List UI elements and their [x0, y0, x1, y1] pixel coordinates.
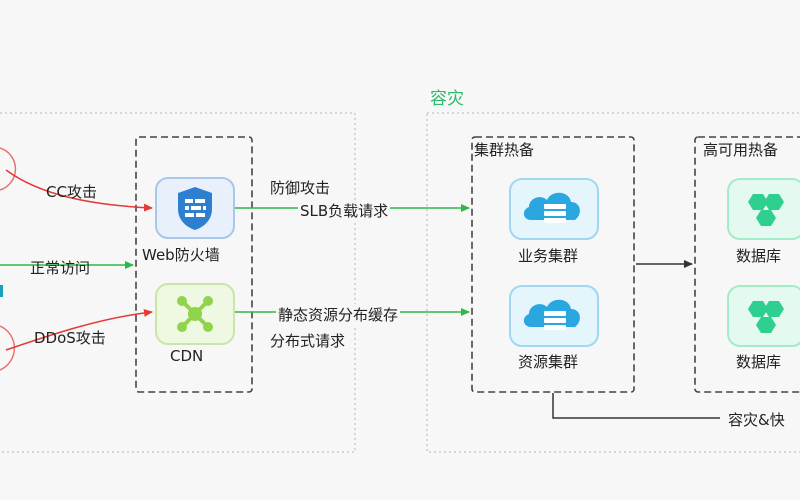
cluster-group-title: 集群热备 — [474, 141, 535, 159]
cdn-label: CDN — [170, 347, 204, 365]
resource-cluster-label: 资源集群 — [518, 353, 579, 371]
database-node-2 — [727, 285, 800, 347]
client-stub — [0, 285, 3, 297]
slb-label: SLB负载请求 — [298, 200, 391, 221]
client-arc-top — [0, 147, 17, 191]
db-group-title: 高可用热备 — [703, 141, 779, 159]
dr-zone — [426, 112, 800, 453]
database-icon — [748, 194, 784, 226]
waf-label: Web防火墙 — [142, 246, 220, 264]
cloud-server-icon — [523, 299, 580, 330]
waf-node — [155, 177, 235, 239]
cc-attack-label: CC攻击 — [46, 183, 97, 201]
database-1-label: 数据库 — [736, 247, 782, 265]
db-box — [694, 136, 800, 393]
cluster-box — [471, 136, 635, 393]
resource-cluster-node — [509, 285, 599, 347]
firewall-icon — [178, 187, 212, 230]
cc-attack-arrow — [5, 169, 153, 212]
database-2-label: 数据库 — [736, 353, 782, 371]
static-cache-label: 静态资源分布缓存 — [276, 304, 401, 325]
left-zone — [0, 112, 356, 453]
database-icon — [748, 301, 784, 333]
defense-label: 防御攻击 — [270, 179, 331, 197]
business-cluster-label: 业务集群 — [518, 247, 579, 265]
client-arc-bottom — [0, 325, 16, 371]
normal-access-label: 正常访问 — [30, 259, 91, 277]
network-node-icon — [177, 296, 213, 332]
business-cluster-node — [509, 178, 599, 240]
cloud-server-icon — [523, 192, 580, 223]
diagram-title: 容灾 — [430, 89, 464, 109]
edge-layer-box — [135, 136, 253, 393]
distributed-label: 分布式请求 — [270, 332, 346, 350]
ddos-attack-label: DDoS攻击 — [34, 329, 106, 347]
ddos-attack-arrow — [5, 308, 153, 351]
database-node-1 — [727, 178, 800, 240]
disaster-recovery-label: 容灾&快 — [726, 409, 785, 430]
cdn-node — [155, 283, 235, 345]
bottom-connector — [552, 393, 720, 419]
